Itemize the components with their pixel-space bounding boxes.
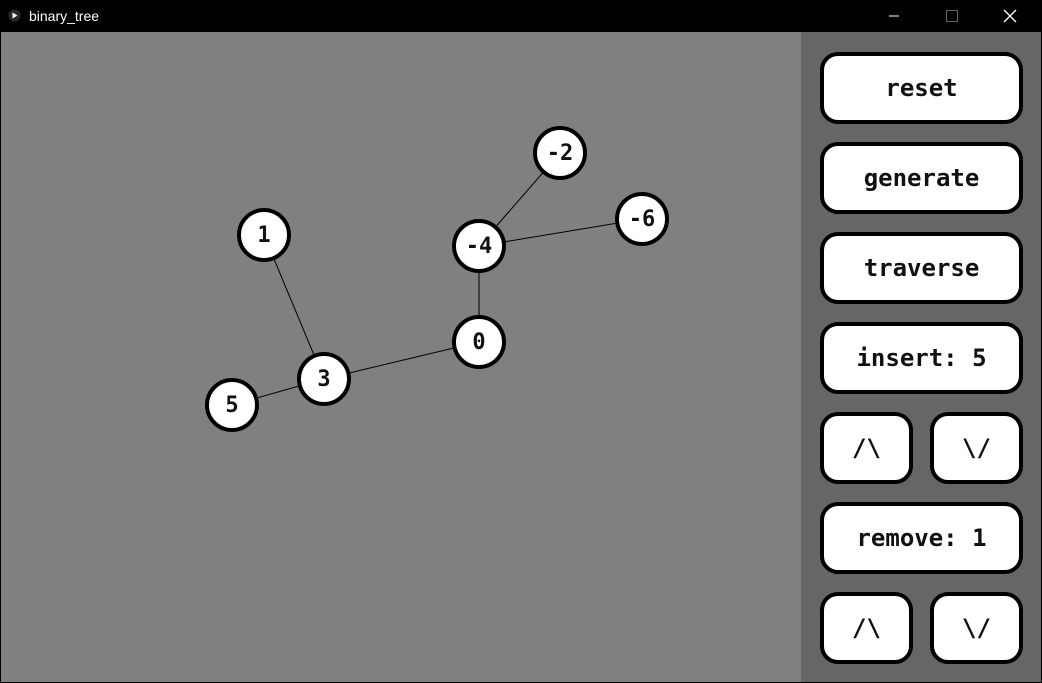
close-button[interactable] — [987, 0, 1033, 32]
remove-decrement-button[interactable]: \/ — [930, 592, 1023, 664]
tree-node[interactable]: -6 — [615, 192, 669, 246]
maximize-button[interactable] — [929, 0, 975, 32]
maximize-icon — [946, 10, 958, 22]
tree-edge — [478, 218, 643, 247]
close-icon — [1003, 9, 1017, 23]
insert-decrement-button[interactable]: \/ — [930, 412, 1023, 484]
tree-node[interactable]: -4 — [452, 219, 506, 273]
remove-button[interactable]: remove: 1 — [820, 502, 1023, 574]
insert-increment-button[interactable]: /\ — [820, 412, 913, 484]
minimize-icon — [889, 15, 899, 17]
tree-node[interactable]: 1 — [237, 208, 291, 262]
control-panel: reset generate traverse insert: 5 /\ \/ … — [801, 32, 1041, 682]
traverse-button[interactable]: traverse — [820, 232, 1023, 304]
tree-edges — [231, 152, 643, 406]
insert-button[interactable]: insert: 5 — [820, 322, 1023, 394]
minimize-button[interactable] — [871, 0, 917, 32]
tree-node[interactable]: 5 — [205, 378, 259, 432]
tree-node[interactable]: 3 — [297, 352, 351, 406]
tree-node[interactable]: 0 — [452, 315, 506, 369]
remove-increment-button[interactable]: /\ — [820, 592, 913, 664]
reset-button[interactable]: reset — [820, 52, 1023, 124]
tree-node[interactable]: -2 — [533, 126, 587, 180]
generate-button[interactable]: generate — [820, 142, 1023, 214]
window-title: binary_tree — [29, 8, 100, 24]
title-bar[interactable]: binary_tree — [0, 0, 1042, 32]
play-icon — [8, 9, 21, 22]
tree-canvas[interactable]: 0 -4 -2 -6 3 1 5 — [1, 32, 801, 682]
